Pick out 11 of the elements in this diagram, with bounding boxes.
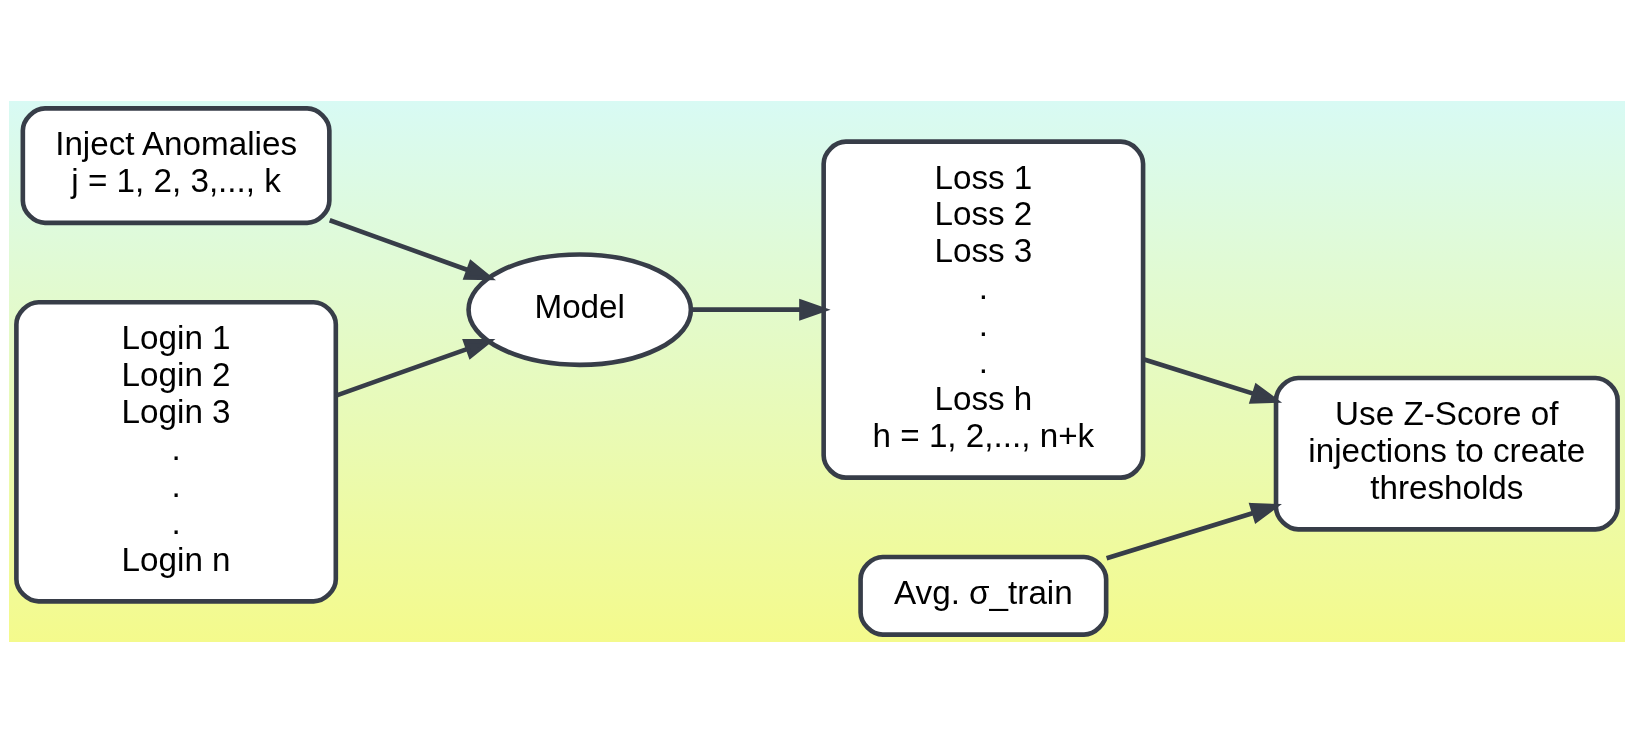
node-ellipse: Model (466, 252, 694, 368)
arrow (690, 298, 831, 321)
arrow (335, 338, 496, 398)
node-box: Inject Anomalies j = 1, 2, 3,..., k (20, 106, 332, 226)
arrow (1105, 502, 1282, 561)
node-box: Avg. σ_train (858, 554, 1109, 637)
node-box: Loss 1 Loss 2 Loss 3 . . . Loss h h = 1, 2,..., n+k (821, 139, 1146, 480)
node-box: Use Z-Score of injections to create thresholds (1273, 375, 1620, 532)
node-box: Login 1 Login 2 Login 3 . . . Login n (14, 299, 339, 604)
arrow (1142, 357, 1283, 404)
arrow (328, 218, 496, 281)
